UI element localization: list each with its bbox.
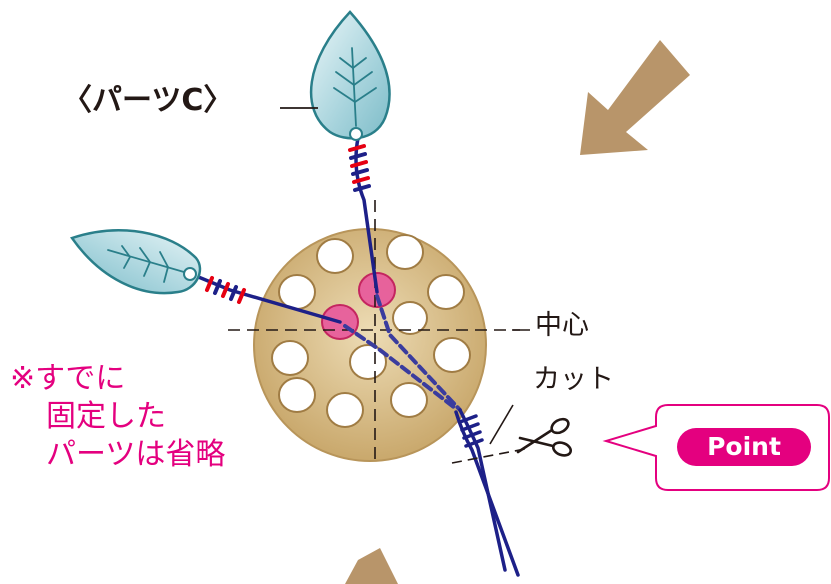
- omitted-parts-note: ※すでに 固定した パーツは省略: [10, 360, 225, 474]
- twisted-wire-top: [348, 144, 371, 192]
- twisted-wire-left: [205, 276, 246, 304]
- cut-label: カット: [533, 364, 614, 395]
- arrow-icon: [345, 548, 398, 584]
- part-label: 〈パーツC〉: [62, 83, 234, 118]
- leaf-icon: [309, 10, 391, 141]
- cut-line: [451, 447, 531, 464]
- center-guide-lines: [228, 200, 520, 462]
- note-line-2: 固定した: [46, 399, 166, 435]
- twisted-wire-bottom: [458, 414, 484, 448]
- note-line-1: ※すでに: [10, 361, 126, 396]
- arrow-icon: [580, 40, 690, 155]
- leaf-icon: [70, 229, 202, 295]
- scissors-icon: [516, 417, 573, 457]
- center-label: 中心: [535, 310, 589, 341]
- point-badge: Point: [677, 428, 811, 466]
- cut-label-leader: [489, 404, 514, 445]
- note-line-3: パーツは省略: [46, 437, 226, 473]
